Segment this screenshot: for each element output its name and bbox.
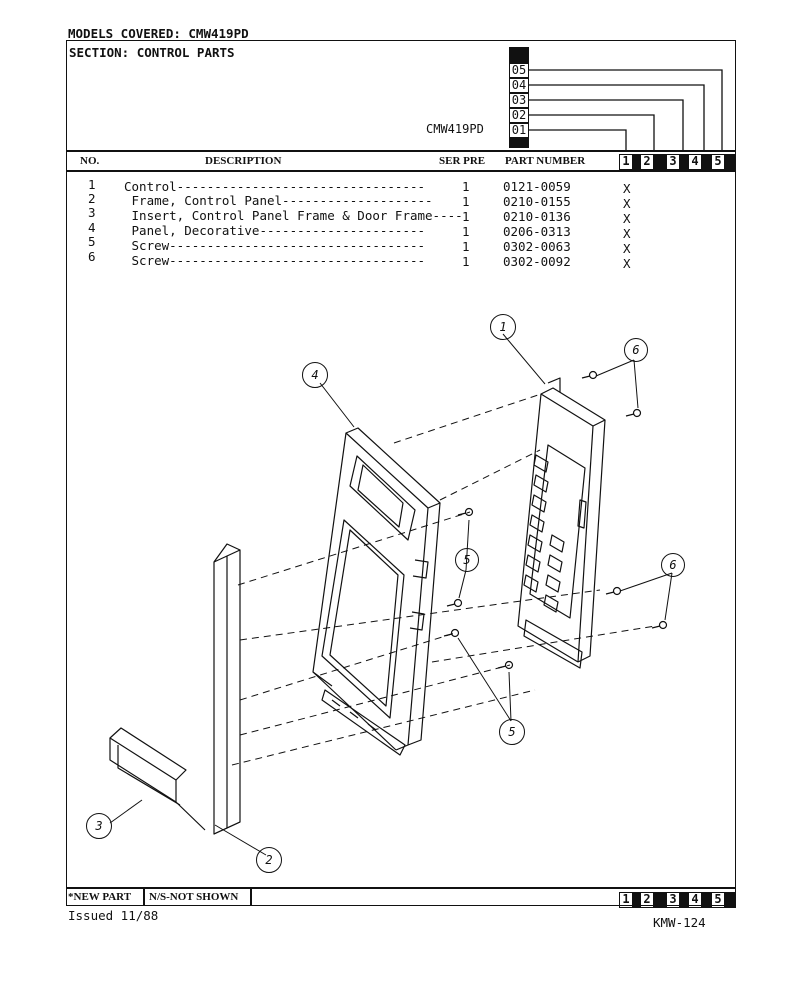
decorative-panel-illustration	[312, 427, 441, 756]
version-code-02: 02	[509, 108, 529, 123]
leader-lines	[109, 333, 673, 856]
part-model-mark: X	[623, 181, 631, 196]
footer-rule	[66, 887, 736, 889]
callout-5-upper: 5	[455, 548, 479, 572]
footer-model-col-2: 2	[640, 892, 654, 908]
footer-divider-2	[250, 887, 252, 906]
callout-1: 1	[490, 314, 516, 340]
footer-model-col-1: 1	[619, 892, 633, 908]
model-col-2: 2	[640, 154, 654, 170]
part-no: 5	[88, 234, 96, 249]
part-number: 0210-0136	[503, 209, 571, 224]
part-no: 3	[88, 205, 96, 220]
footer-model-col-5: 5	[711, 892, 725, 908]
callout-2: 2	[256, 847, 282, 873]
part-description: Panel, Decorative----------------------	[124, 223, 426, 238]
part-number: 0302-0092	[503, 254, 571, 269]
screws-illustration	[443, 370, 668, 670]
part-qty: 1	[462, 179, 470, 194]
page-code: KMW-124	[653, 915, 706, 930]
part-no: 6	[88, 249, 96, 264]
part-model-mark: X	[623, 196, 631, 211]
control-panel-frame-illustration	[213, 543, 241, 835]
part-model-mark: X	[623, 226, 631, 241]
section-title: SECTION: CONTROL PARTS	[69, 45, 235, 60]
version-code-05: 05	[509, 63, 529, 78]
part-model-mark: X	[623, 241, 631, 256]
part-number: 0206-0313	[503, 224, 571, 239]
callout-3: 3	[86, 813, 112, 839]
version-code-01: 01	[509, 123, 529, 138]
models-covered: MODELS COVERED: CMW419PD	[68, 26, 249, 41]
version-code-03: 03	[509, 93, 529, 108]
footer-divider-1	[143, 887, 145, 906]
footer-model-col-3: 3	[666, 892, 680, 908]
control-board-illustration	[517, 377, 606, 669]
header-rule-bottom	[66, 170, 736, 172]
col-part-number: PART NUMBER	[505, 155, 586, 167]
col-no: NO.	[80, 155, 100, 167]
part-no: 2	[88, 191, 96, 206]
callout-6-upper: 6	[624, 338, 648, 362]
part-number: 0210-0155	[503, 194, 571, 209]
part-description: Frame, Control Panel--------------------	[124, 193, 433, 208]
not-shown-legend: N/S-NOT SHOWN	[149, 891, 239, 903]
part-qty: 1	[462, 239, 470, 254]
part-description: Control---------------------------------	[124, 179, 426, 194]
part-qty: 1	[462, 194, 470, 209]
part-qty: 1	[462, 209, 470, 224]
part-description: Screw----------------------------------	[124, 253, 426, 268]
part-qty: 1	[462, 254, 470, 269]
part-no: 4	[88, 220, 96, 235]
part-number: 0121-0059	[503, 179, 571, 194]
page-frame	[66, 40, 736, 906]
col-description: DESCRIPTION	[205, 155, 282, 167]
part-no: 1	[88, 177, 96, 192]
insert-frame-illustration	[109, 727, 206, 831]
model-col-5: 5	[711, 154, 725, 170]
alignment-lines	[231, 393, 656, 766]
callout-4: 4	[302, 362, 328, 388]
part-model-mark: X	[623, 211, 631, 226]
model-col-4: 4	[688, 154, 702, 170]
model-code: CMW419PD	[426, 122, 484, 136]
callout-5-lower: 5	[499, 719, 525, 745]
col-ser-pre: SER PRE	[439, 155, 486, 167]
issued-date: Issued 11/88	[68, 908, 159, 923]
footer-model-col-4: 4	[688, 892, 702, 908]
header-rule-top	[66, 150, 736, 152]
version-code-04: 04	[509, 78, 529, 93]
model-col-1: 1	[619, 154, 633, 170]
part-model-mark: X	[623, 256, 631, 271]
callout-6-lower: 6	[661, 553, 685, 577]
part-qty: 1	[462, 224, 470, 239]
part-description: Screw----------------------------------	[124, 238, 426, 253]
new-part-legend: *NEW PART	[68, 891, 132, 903]
part-number: 0302-0063	[503, 239, 571, 254]
model-col-3: 3	[666, 154, 680, 170]
part-description: Insert, Control Panel Frame & Door Frame…	[124, 208, 463, 223]
